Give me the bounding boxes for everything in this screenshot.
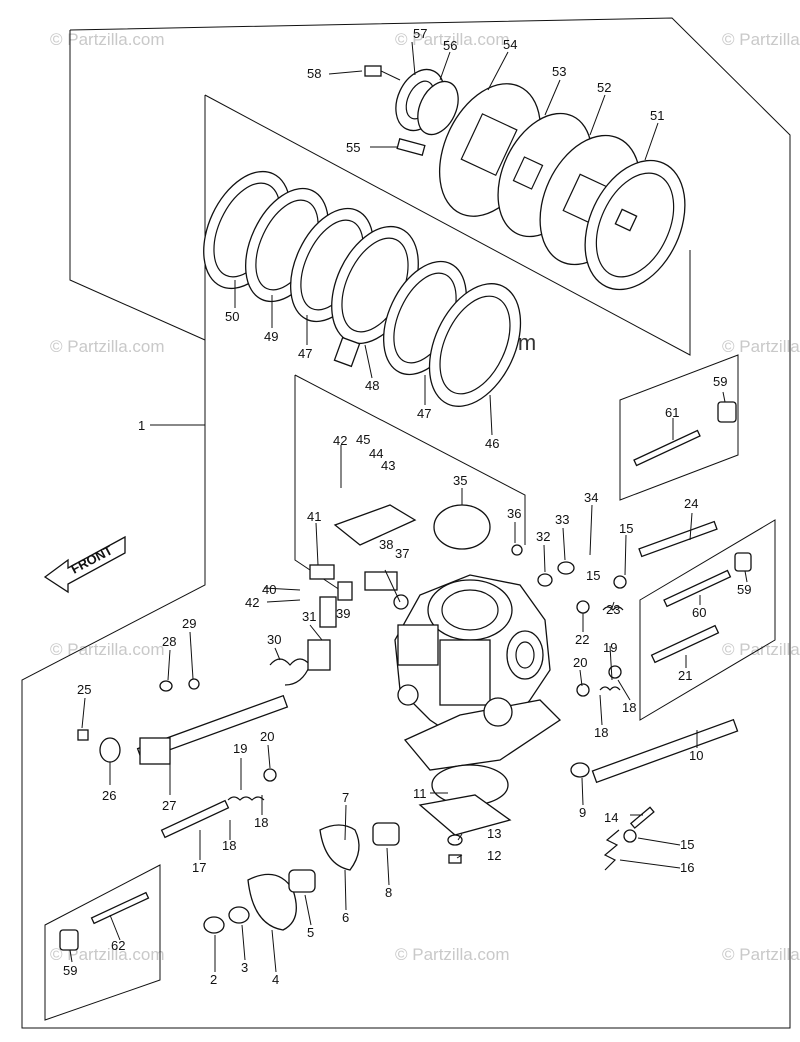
callout-57: 57: [413, 26, 427, 41]
callout-20b: 20: [573, 655, 587, 670]
callout-42a: 42: [333, 433, 347, 448]
callout-44: 44: [369, 446, 383, 461]
callout-61: 61: [665, 405, 679, 420]
callout-60: 60: [692, 605, 706, 620]
callout-1: 1: [138, 418, 145, 433]
callout-59a: 59: [713, 374, 727, 389]
pump-cover-group: [364, 65, 686, 291]
right-shafts: [511, 520, 739, 871]
watermark: © Partzilla.com: [50, 30, 165, 49]
callout-39: 39: [336, 606, 350, 621]
callout-labels: 1 2 3 4 5 6 7 8 9 10 11 12 13 14 15 15 1…: [63, 26, 751, 987]
watermark: © Partzilla.com: [395, 945, 510, 964]
callout-48: 48: [365, 378, 379, 393]
callout-58: 58: [307, 66, 321, 81]
callout-30: 30: [267, 632, 281, 647]
callout-26: 26: [102, 788, 116, 803]
watermark: © Partzilla.com: [722, 640, 800, 659]
callout-24: 24: [684, 496, 698, 511]
watermark: © Partzilla.com: [722, 337, 800, 356]
callout-36: 36: [507, 506, 521, 521]
callout-41: 41: [307, 509, 321, 524]
leader-lines: [69, 41, 748, 973]
callout-59b: 59: [737, 582, 751, 597]
callout-19a: 19: [233, 741, 247, 756]
callout-54: 54: [503, 37, 517, 52]
callout-51: 51: [650, 108, 664, 123]
callout-18b: 18: [254, 815, 268, 830]
detail-box-parts: [59, 401, 752, 951]
callout-55: 55: [346, 140, 360, 155]
callout-15c: 15: [680, 837, 694, 852]
callout-45: 45: [356, 432, 370, 447]
callout-28: 28: [162, 634, 176, 649]
callout-17: 17: [192, 860, 206, 875]
callout-29: 29: [182, 616, 196, 631]
callout-62: 62: [111, 938, 125, 953]
callout-2: 2: [210, 972, 217, 987]
watermark: © Partzilla.com: [50, 640, 165, 659]
callout-35: 35: [453, 473, 467, 488]
callout-47a: 47: [298, 346, 312, 361]
callout-33: 33: [555, 512, 569, 527]
callout-20a: 20: [260, 729, 274, 744]
callout-47b: 47: [417, 406, 431, 421]
callout-59c: 59: [63, 963, 77, 978]
callout-16: 16: [680, 860, 694, 875]
callout-18a: 18: [222, 838, 236, 853]
callout-18c: 18: [594, 725, 608, 740]
watermark: © Partzilla.com: [50, 945, 165, 964]
assembly-boundary: [21, 17, 791, 1029]
diaphragm-stack: [203, 170, 522, 407]
callout-21: 21: [678, 668, 692, 683]
watermark: © Partzilla.com: [722, 30, 800, 49]
callout-27: 27: [162, 798, 176, 813]
callout-40: 40: [262, 582, 276, 597]
callout-5: 5: [307, 925, 314, 940]
callout-22: 22: [575, 632, 589, 647]
callout-10: 10: [689, 748, 703, 763]
callout-19b: 19: [603, 640, 617, 655]
callout-14: 14: [604, 810, 618, 825]
callout-15a: 15: [619, 521, 633, 536]
callout-6: 6: [342, 910, 349, 925]
callout-32: 32: [536, 529, 550, 544]
callout-52: 52: [597, 80, 611, 95]
callout-34: 34: [584, 490, 598, 505]
callout-31: 31: [302, 609, 316, 624]
lower-cam-group: [203, 794, 512, 934]
callout-50: 50: [225, 309, 239, 324]
callout-53: 53: [552, 64, 566, 79]
callout-13: 13: [487, 826, 501, 841]
left-shafts: [77, 639, 331, 839]
callout-11: 11: [413, 786, 427, 801]
carburetor-body: [394, 574, 562, 806]
lever-plate: [309, 504, 491, 628]
callout-42b: 42: [245, 595, 259, 610]
callout-56: 56: [443, 38, 457, 53]
callout-46: 46: [485, 436, 499, 451]
callout-15b: 15: [586, 568, 600, 583]
callout-7: 7: [342, 790, 349, 805]
front-arrow: FRONT: [43, 535, 126, 594]
callout-4: 4: [272, 972, 279, 987]
callout-8: 8: [385, 885, 392, 900]
callout-38: 38: [379, 537, 393, 552]
callout-23: 23: [606, 602, 620, 617]
callout-25: 25: [77, 682, 91, 697]
callout-43: 43: [381, 458, 395, 473]
callout-12: 12: [487, 848, 501, 863]
callout-37: 37: [395, 546, 409, 561]
callout-9: 9: [579, 805, 586, 820]
watermark: © Partzilla.com: [50, 337, 165, 356]
callout-18d: 18: [622, 700, 636, 715]
watermark: © Partzilla.com: [395, 30, 510, 49]
callout-49: 49: [264, 329, 278, 344]
watermark: © Partzilla.com: [722, 945, 800, 964]
callout-3: 3: [241, 960, 248, 975]
